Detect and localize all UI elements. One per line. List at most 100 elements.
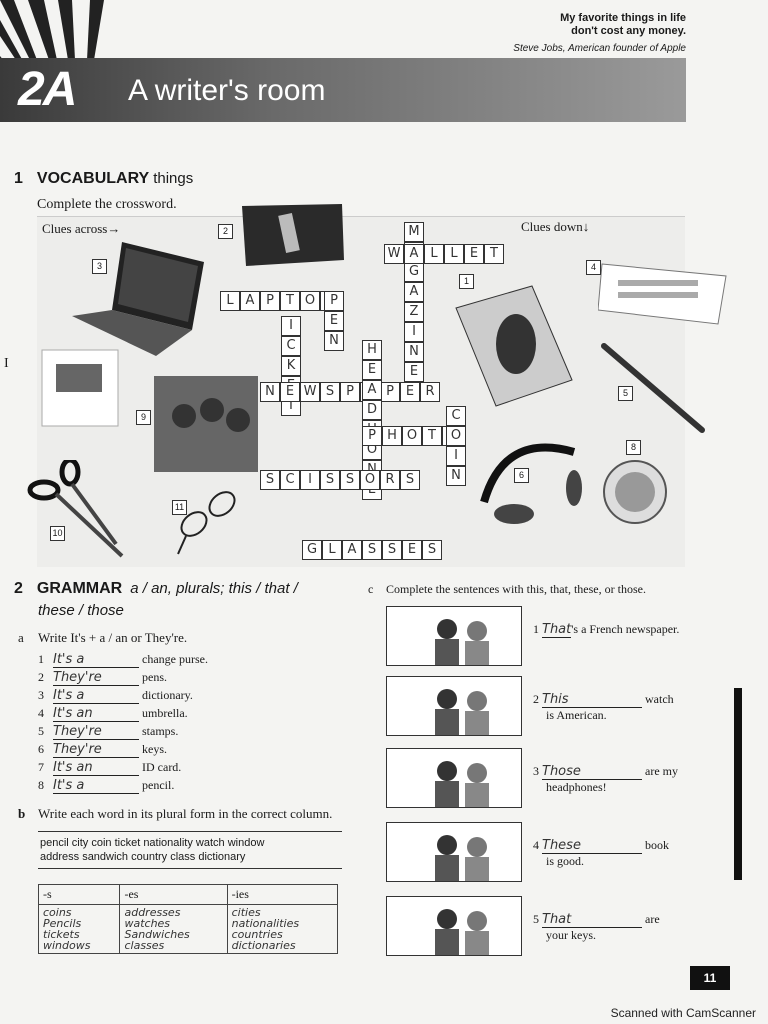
c-item-answer[interactable]: This: [542, 692, 642, 708]
crossword-cell-magazine-1[interactable]: M: [404, 222, 424, 242]
headphones-image: [480, 443, 582, 524]
plural-answer[interactable]: classes: [124, 939, 165, 952]
crossword-cell-scissors-8[interactable]: S: [400, 470, 420, 490]
a-item-answer[interactable]: It's an: [53, 706, 139, 722]
crossword-cell-photo-2[interactable]: H: [382, 426, 402, 446]
a-item-word: ID card.: [139, 760, 182, 774]
c-item-answer[interactable]: That: [542, 912, 642, 928]
crossword-cell-photo-1[interactable]: P: [362, 426, 382, 446]
crossword-cell-glasses-6[interactable]: E: [402, 540, 422, 560]
crossword-cell-headphones-2[interactable]: E: [362, 360, 382, 380]
crossword-cell-laptop-5[interactable]: O: [300, 291, 320, 311]
crossword-cell-scissors-5[interactable]: S: [340, 470, 360, 490]
a-item: 7 It's an ID card.: [38, 760, 181, 776]
crossword-cell-coin-3[interactable]: I: [446, 446, 466, 466]
crossword-cell-glasses-1[interactable]: G: [302, 540, 322, 560]
crossword-cell-wallet-3[interactable]: L: [424, 244, 444, 264]
crossword-cell-glasses-4[interactable]: S: [362, 540, 382, 560]
quote-line-2: don't cost any money.: [571, 25, 686, 37]
plural-answer[interactable]: watches: [124, 917, 171, 930]
crossword-cell-glasses-3[interactable]: A: [342, 540, 362, 560]
a-item-answer[interactable]: They're: [53, 724, 139, 740]
crossword-cell-coin-4[interactable]: N: [446, 466, 466, 486]
crossword-cell-newspaper-3[interactable]: W: [300, 382, 320, 402]
crossword-cell-scissors-3[interactable]: I: [300, 470, 320, 490]
plural-answer[interactable]: Sandwiches: [124, 928, 190, 941]
crossword-cell-photo-3[interactable]: O: [402, 426, 422, 446]
plural-answer[interactable]: windows: [43, 939, 91, 952]
plural-answer[interactable]: cities: [231, 906, 261, 919]
c-item-answer[interactable]: That: [542, 622, 572, 638]
unit-banner: [0, 58, 686, 122]
crossword-cell-laptop-2[interactable]: A: [240, 291, 260, 311]
unit-number: 2A: [18, 63, 77, 116]
a-item-answer[interactable]: They're: [53, 670, 139, 686]
c-item-answer[interactable]: Those: [542, 764, 642, 780]
c-item-answer[interactable]: These: [542, 838, 642, 854]
crossword-cell-coin-1[interactable]: C: [446, 406, 466, 426]
crossword-cell-pen-2[interactable]: E: [324, 311, 344, 331]
crossword-cell-laptop-4[interactable]: T: [280, 291, 300, 311]
pic-label-2: 2: [218, 224, 233, 239]
crossword-cell-ticket-1[interactable]: I: [281, 316, 301, 336]
plural-answer[interactable]: dictionaries: [231, 939, 296, 952]
a-item-number: 5: [38, 724, 47, 738]
c-item-picture: [386, 748, 522, 808]
crossword-cell-scissors-7[interactable]: R: [380, 470, 400, 490]
pen-image: [601, 343, 705, 433]
crossword-cell-scissors-2[interactable]: C: [280, 470, 300, 490]
crossword-cell-newspaper-7[interactable]: P: [380, 382, 400, 402]
crossword-cell-newspaper-8[interactable]: E: [400, 382, 420, 402]
crossword-cell-glasses-5[interactable]: S: [382, 540, 402, 560]
crossword-cell-headphones-3[interactable]: A: [362, 380, 382, 400]
crossword-cell-newspaper-5[interactable]: P: [340, 382, 360, 402]
crossword-cell-scissors-6[interactable]: O: [360, 470, 380, 490]
crossword-cell-scissors-1[interactable]: S: [260, 470, 280, 490]
arrow-right-icon: →: [107, 221, 121, 236]
plural-answer[interactable]: coins: [43, 906, 72, 919]
crossword-cell-glasses-2[interactable]: L: [322, 540, 342, 560]
crossword-cell-magazine-5[interactable]: Z: [404, 302, 424, 322]
crossword-cell-laptop-1[interactable]: L: [220, 291, 240, 311]
plural-answer[interactable]: nationalities: [231, 917, 300, 930]
crossword-cell-laptop-3[interactable]: P: [260, 291, 280, 311]
crossword-cell-ticket-3[interactable]: K: [281, 356, 301, 376]
plural-answer[interactable]: addresses: [124, 906, 181, 919]
crossword-cell-wallet-4[interactable]: L: [444, 244, 464, 264]
crossword-cell-magazine-4[interactable]: A: [404, 282, 424, 302]
crossword-cell-pen-1[interactable]: P: [324, 291, 344, 311]
crossword-cell-magazine-6[interactable]: I: [404, 322, 424, 342]
crossword-cell-wallet-6[interactable]: T: [484, 244, 504, 264]
crossword-cell-newspaper-1[interactable]: N: [260, 382, 280, 402]
crossword-cell-magazine-8[interactable]: E: [404, 362, 424, 382]
ticket-image: [598, 263, 727, 325]
crossword-cell-scissors-4[interactable]: S: [320, 470, 340, 490]
a-item-answer[interactable]: It's a: [53, 652, 139, 668]
crossword-cell-photo-4[interactable]: T: [422, 426, 442, 446]
plural-answer[interactable]: tickets: [43, 928, 80, 941]
crossword-cell-glasses-7[interactable]: S: [422, 540, 442, 560]
crossword-cell-headphones-1[interactable]: H: [362, 340, 382, 360]
a-item-answer[interactable]: It's a: [53, 688, 139, 704]
crossword-cell-newspaper-2[interactable]: E: [280, 382, 300, 402]
a-item-answer[interactable]: They're: [53, 742, 139, 758]
crossword-cell-wallet-5[interactable]: E: [464, 244, 484, 264]
crossword-cell-wallet-1[interactable]: W: [384, 244, 404, 264]
crossword-cell-wallet-2[interactable]: A: [404, 244, 424, 264]
crossword-cell-newspaper-9[interactable]: R: [420, 382, 440, 402]
crossword-cell-magazine-3[interactable]: G: [404, 262, 424, 282]
a-instruction: Write It's + a / an or They're.: [38, 630, 188, 645]
section-number: 1: [14, 170, 23, 187]
a-item-answer[interactable]: It's a: [53, 778, 139, 794]
crossword-cell-magazine-7[interactable]: N: [404, 342, 424, 362]
crossword-cell-newspaper-4[interactable]: S: [320, 382, 340, 402]
crossword-cell-headphones-4[interactable]: D: [362, 400, 382, 420]
c-item-number: 1: [533, 622, 542, 636]
crossword-cell-pen-3[interactable]: N: [324, 331, 344, 351]
plural-answer[interactable]: Pencils: [43, 917, 82, 930]
crossword-cell-coin-2[interactable]: O: [446, 426, 466, 446]
plural-answer[interactable]: countries: [231, 928, 283, 941]
a-item-answer[interactable]: It's an: [53, 760, 139, 776]
crossword-cell-ticket-2[interactable]: C: [281, 336, 301, 356]
